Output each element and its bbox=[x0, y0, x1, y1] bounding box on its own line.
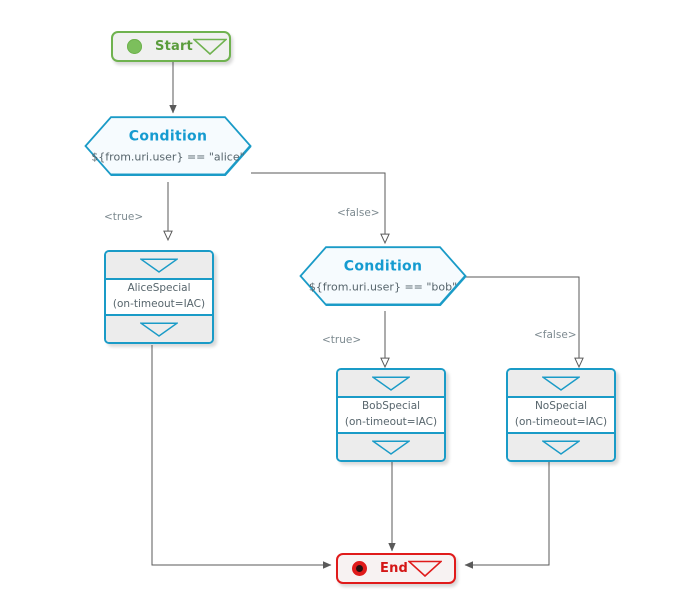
alice-special-body: AliceSpecial (on-timeout=IAC) bbox=[106, 280, 212, 314]
triangle-down-icon bbox=[542, 375, 580, 391]
action-box[interactable]: NoSpecial (on-timeout=IAC) bbox=[506, 368, 616, 462]
hexagon-shape bbox=[299, 246, 467, 306]
triangle-down-icon bbox=[140, 321, 178, 337]
edge-alice-special-to-end bbox=[151, 345, 332, 569]
end-label: End bbox=[380, 561, 409, 576]
triangle-down-icon bbox=[542, 439, 580, 455]
alice-special-top-bar[interactable] bbox=[106, 252, 212, 280]
start-label: Start bbox=[155, 39, 193, 54]
bob-special-bottom-bar[interactable] bbox=[338, 432, 444, 460]
edge-bob-false bbox=[466, 276, 584, 369]
no-special-body: NoSpecial (on-timeout=IAC) bbox=[508, 398, 614, 432]
start-menu-button[interactable] bbox=[192, 38, 227, 55]
no-special-detail: (on-timeout=IAC) bbox=[514, 416, 608, 428]
edge-label-alice-true: <true> bbox=[104, 211, 144, 223]
alice-special-detail: (on-timeout=IAC) bbox=[112, 298, 206, 310]
condition-text-block: Condition ${from.uri.user} == "bob" bbox=[299, 256, 467, 295]
edge-label-bob-true: <true> bbox=[322, 334, 362, 346]
edge-no-special-to-end bbox=[464, 462, 550, 569]
node-condition-alice[interactable]: Condition ${from.uri.user} == "alice" bbox=[84, 116, 252, 176]
no-special-bottom-bar[interactable] bbox=[508, 432, 614, 460]
triangle-down-icon bbox=[192, 38, 227, 55]
start-pill[interactable]: Start bbox=[111, 31, 231, 62]
bob-special-body: BobSpecial (on-timeout=IAC) bbox=[338, 398, 444, 432]
bob-special-name: BobSpecial bbox=[361, 400, 421, 413]
node-alice-special[interactable]: AliceSpecial (on-timeout=IAC) bbox=[104, 250, 214, 344]
condition-expression: ${from.uri.user} == "alice" bbox=[91, 150, 245, 164]
edge-label-bob-false: <false> bbox=[534, 329, 577, 341]
condition-expression: ${from.uri.user} == "bob" bbox=[308, 280, 458, 294]
green-circle-icon bbox=[127, 39, 142, 54]
condition-title: Condition bbox=[343, 258, 423, 275]
node-end[interactable]: End bbox=[336, 553, 456, 584]
triangle-down-icon bbox=[408, 560, 443, 577]
end-menu-button[interactable] bbox=[408, 560, 443, 577]
condition-hexagon[interactable]: Condition ${from.uri.user} == "bob" bbox=[299, 246, 467, 306]
hexagon-shape bbox=[84, 116, 252, 176]
edge-label-alice-false: <false> bbox=[337, 207, 380, 219]
bob-special-detail: (on-timeout=IAC) bbox=[344, 416, 438, 428]
triangle-down-icon bbox=[372, 439, 410, 455]
alice-special-name: AliceSpecial bbox=[127, 282, 191, 295]
alice-special-bottom-bar[interactable] bbox=[106, 314, 212, 342]
condition-hexagon[interactable]: Condition ${from.uri.user} == "alice" bbox=[84, 116, 252, 176]
no-special-name: NoSpecial bbox=[534, 400, 588, 413]
bob-special-top-bar[interactable] bbox=[338, 370, 444, 398]
node-no-special[interactable]: NoSpecial (on-timeout=IAC) bbox=[506, 368, 616, 462]
triangle-down-icon bbox=[140, 257, 178, 273]
action-box[interactable]: BobSpecial (on-timeout=IAC) bbox=[336, 368, 446, 462]
condition-title: Condition bbox=[128, 128, 208, 145]
action-box[interactable]: AliceSpecial (on-timeout=IAC) bbox=[104, 250, 214, 344]
condition-text-block: Condition ${from.uri.user} == "alice" bbox=[84, 126, 252, 165]
red-record-icon bbox=[352, 561, 367, 576]
node-start[interactable]: Start bbox=[111, 31, 231, 62]
triangle-down-icon bbox=[372, 375, 410, 391]
no-special-top-bar[interactable] bbox=[508, 370, 614, 398]
node-bob-special[interactable]: BobSpecial (on-timeout=IAC) bbox=[336, 368, 446, 462]
node-condition-bob[interactable]: Condition ${from.uri.user} == "bob" bbox=[299, 246, 467, 306]
end-pill[interactable]: End bbox=[336, 553, 456, 584]
